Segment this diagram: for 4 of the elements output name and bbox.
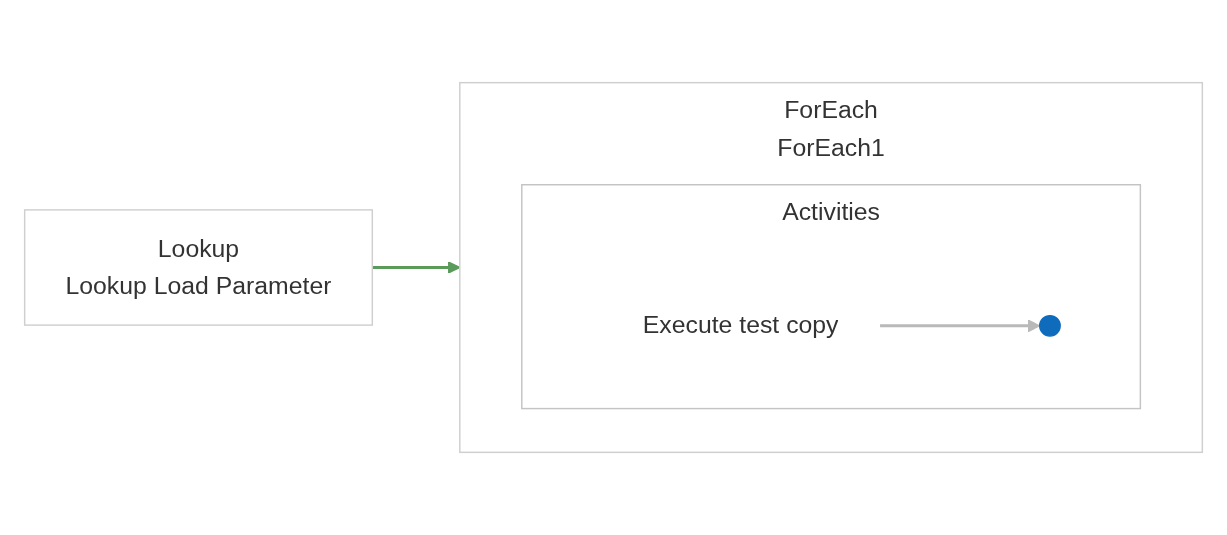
node-circle (1039, 314, 1061, 337)
node-text: Execute test copy (642, 311, 839, 340)
arrow (879, 319, 1041, 333)
node-box: Lookup Lookup Load Parameter (23, 209, 374, 326)
